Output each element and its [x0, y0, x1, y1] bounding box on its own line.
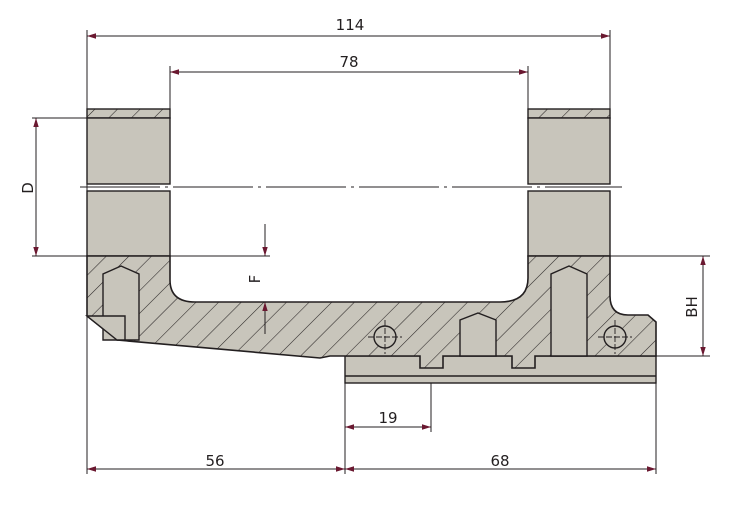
left-chamfer-notch	[85, 315, 126, 341]
right-pin	[550, 265, 588, 357]
base-rail	[344, 355, 657, 384]
hole-left	[368, 320, 402, 354]
right-ring-section	[527, 108, 611, 257]
dim-d-label: D	[19, 182, 37, 194]
center-pin	[459, 312, 497, 357]
dim-19-label: 19	[378, 409, 397, 427]
dim-68-label: 68	[490, 452, 509, 470]
dim-56-label: 56	[205, 452, 224, 470]
dim-78-label: 78	[339, 53, 358, 71]
dim-114-label: 114	[336, 16, 365, 34]
left-ring-section	[86, 108, 171, 257]
hole-right	[598, 320, 632, 354]
dim-bh-label: BH	[683, 296, 701, 318]
dimension-lines	[33, 33, 706, 472]
mount-body-section	[86, 255, 657, 369]
dim-f-label: F	[246, 275, 264, 284]
